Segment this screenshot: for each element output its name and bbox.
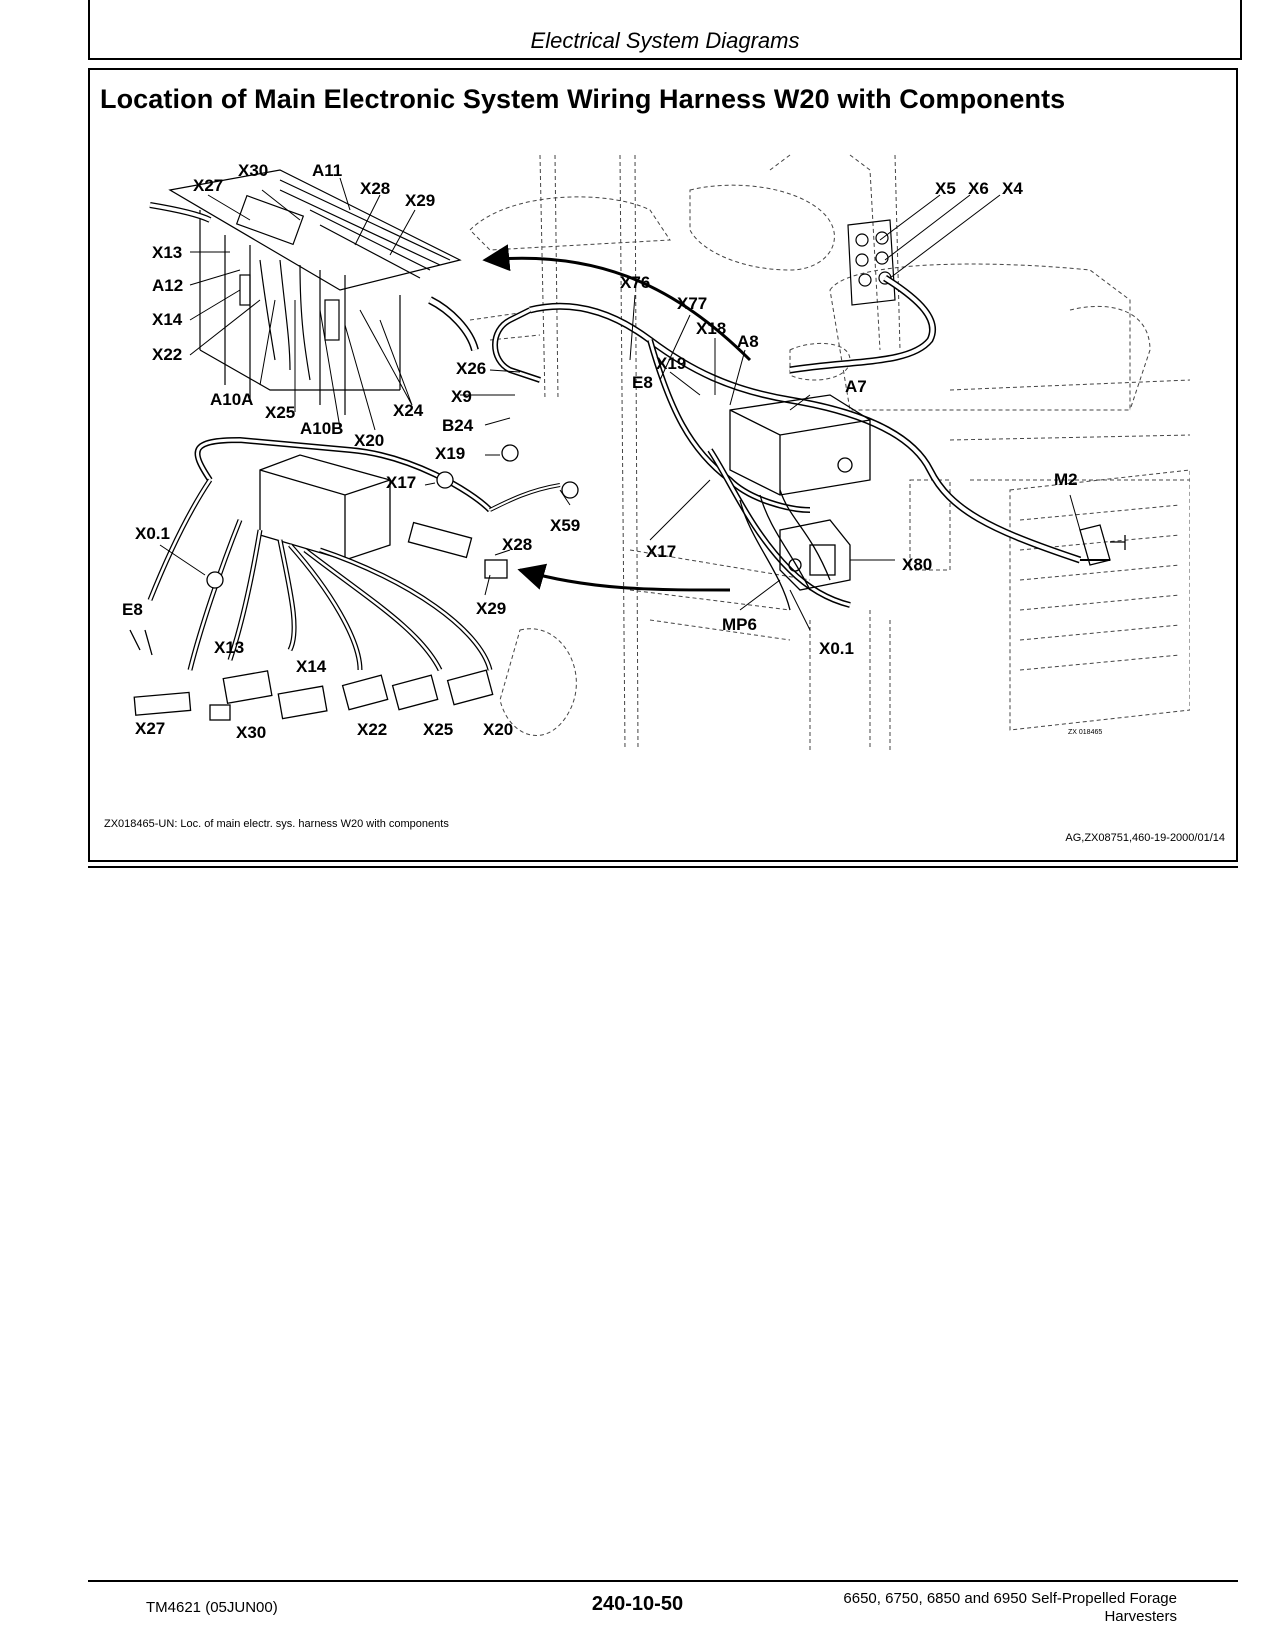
label-x22-low: X22 (357, 720, 387, 739)
footer-document-number: TM4621 (05JUN00) (146, 1599, 278, 1616)
label-x20-top: X20 (354, 431, 384, 450)
label-x9: X9 (451, 387, 472, 406)
label-x13-top: X13 (152, 243, 182, 262)
figure-frame (88, 68, 1238, 862)
control-unit-bracket (149, 169, 479, 415)
label-x14-low: X14 (296, 657, 327, 676)
callout-labels: X30 A11 X27 X28 X29 X13 A12 X14 X22 A10A… (122, 161, 1102, 742)
art-id: ZX 018465 (1068, 729, 1102, 736)
pointer-arrows (482, 244, 752, 592)
machine-outline (469, 154, 1190, 751)
label-a10a: A10A (210, 390, 253, 409)
label-a7: A7 (845, 377, 867, 396)
footer-rule (88, 1580, 1238, 1582)
valve-block (739, 489, 851, 611)
header-box: Electrical System Diagrams (88, 0, 1242, 60)
label-x29-top: X29 (405, 191, 435, 210)
lower-left-cables (147, 436, 561, 672)
label-mp6: MP6 (722, 615, 757, 634)
label-x18: X18 (696, 319, 726, 338)
label-x6: X6 (968, 179, 989, 198)
running-header: Electrical System Diagrams (530, 28, 800, 53)
wiring-harness-illustration: X30 A11 X27 X28 X29 X13 A12 X14 X22 A10A… (122, 154, 1190, 751)
section-title: Location of Main Electronic System Wirin… (100, 84, 1066, 114)
label-a12: A12 (152, 276, 183, 295)
label-e8-top: E8 (632, 373, 653, 392)
label-x80: X80 (902, 555, 932, 574)
label-x27-top: X27 (193, 176, 223, 195)
label-x19-mid: X19 (435, 444, 465, 463)
label-x28-mid: X28 (502, 535, 532, 554)
figure-caption: ZX018465-UN: Loc. of main electr. sys. h… (104, 818, 449, 830)
label-x26: X26 (456, 359, 486, 378)
figure-reference: AG,ZX08751,460-19-2000/01/14 (1065, 832, 1225, 844)
harness-w20 (492, 302, 1110, 608)
label-x24: X24 (393, 401, 424, 420)
connector-plate (789, 219, 937, 374)
label-x28-top: X28 (360, 179, 390, 198)
label-x0-1-left: X0.1 (135, 524, 170, 543)
label-b24: B24 (442, 416, 474, 435)
label-x4: X4 (1002, 179, 1023, 198)
label-x14-top: X14 (152, 310, 183, 329)
label-x76: X76 (620, 273, 650, 292)
figure-bottom-rule (88, 866, 1238, 868)
label-x77: X77 (677, 294, 707, 313)
lower-connectors (129, 444, 579, 721)
label-m2: M2 (1054, 470, 1078, 489)
label-a10b: A10B (300, 419, 343, 438)
label-x19-top: X19 (656, 354, 686, 373)
label-x13-low: X13 (214, 638, 244, 657)
label-x30-low: X30 (236, 723, 266, 742)
label-x0-1-right: X0.1 (819, 639, 854, 658)
m2-motor (1079, 524, 1126, 566)
a7-control-unit (729, 394, 871, 496)
label-x29-mid: X29 (476, 599, 506, 618)
footer-page-number: 240-10-50 (591, 1593, 684, 1615)
label-x59: X59 (550, 516, 580, 535)
label-a8: A8 (737, 332, 759, 351)
label-x5: X5 (935, 179, 956, 198)
label-x25-low: X25 (423, 720, 453, 739)
label-x30-top: X30 (238, 161, 268, 180)
label-e8-left: E8 (122, 600, 143, 619)
label-x17-right: X17 (646, 542, 676, 561)
label-x20-low: X20 (483, 720, 513, 739)
footer-models: 6650, 6750, 6850 and 6950 Self-Propelled… (843, 1590, 1177, 1625)
label-a11: A11 (312, 161, 342, 180)
label-x25-top: X25 (265, 403, 295, 422)
label-x22-top: X22 (152, 345, 182, 364)
leader-lines (159, 177, 1081, 631)
label-x27-low: X27 (135, 719, 165, 738)
label-x17-mid: X17 (386, 473, 416, 492)
